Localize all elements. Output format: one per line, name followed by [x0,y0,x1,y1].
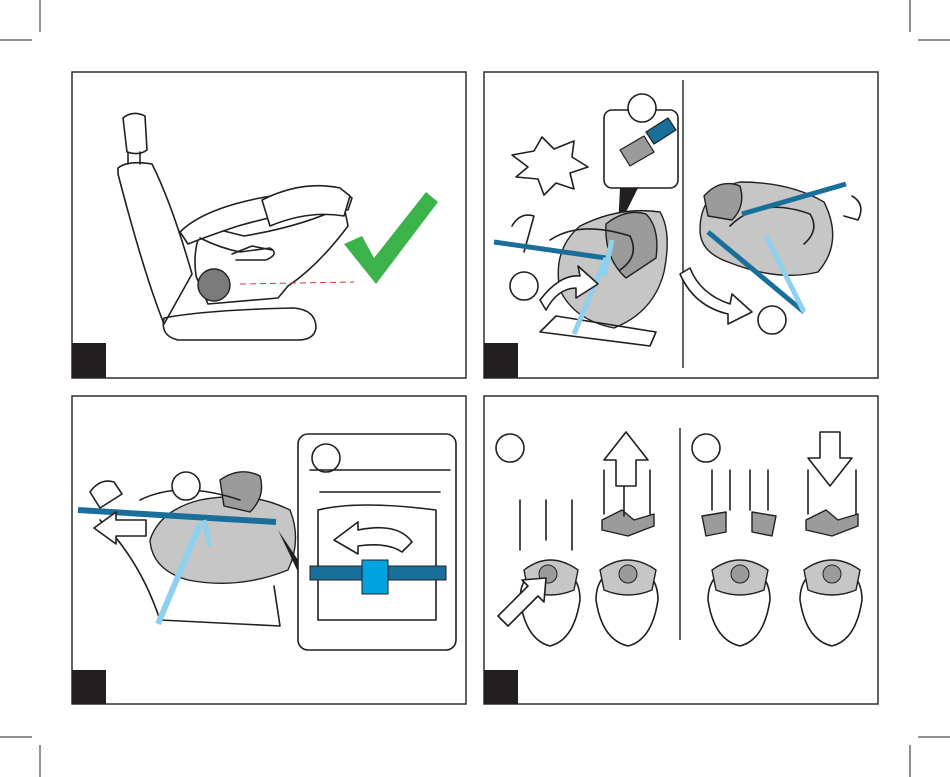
callout-circle-4b [692,434,720,462]
step-badge-3 [72,670,106,704]
level-indicator-icon [198,269,230,301]
callout-circle [628,94,656,122]
callout-circle-3 [312,444,340,472]
step-badge-2 [484,343,518,378]
panel-4 [484,396,878,704]
callout-circle-4a [496,434,524,462]
panel-1 [72,72,466,378]
panel-3 [72,396,466,704]
panel-2 [484,72,878,378]
step-badge-1 [72,343,106,378]
step-badge-4 [484,670,518,704]
